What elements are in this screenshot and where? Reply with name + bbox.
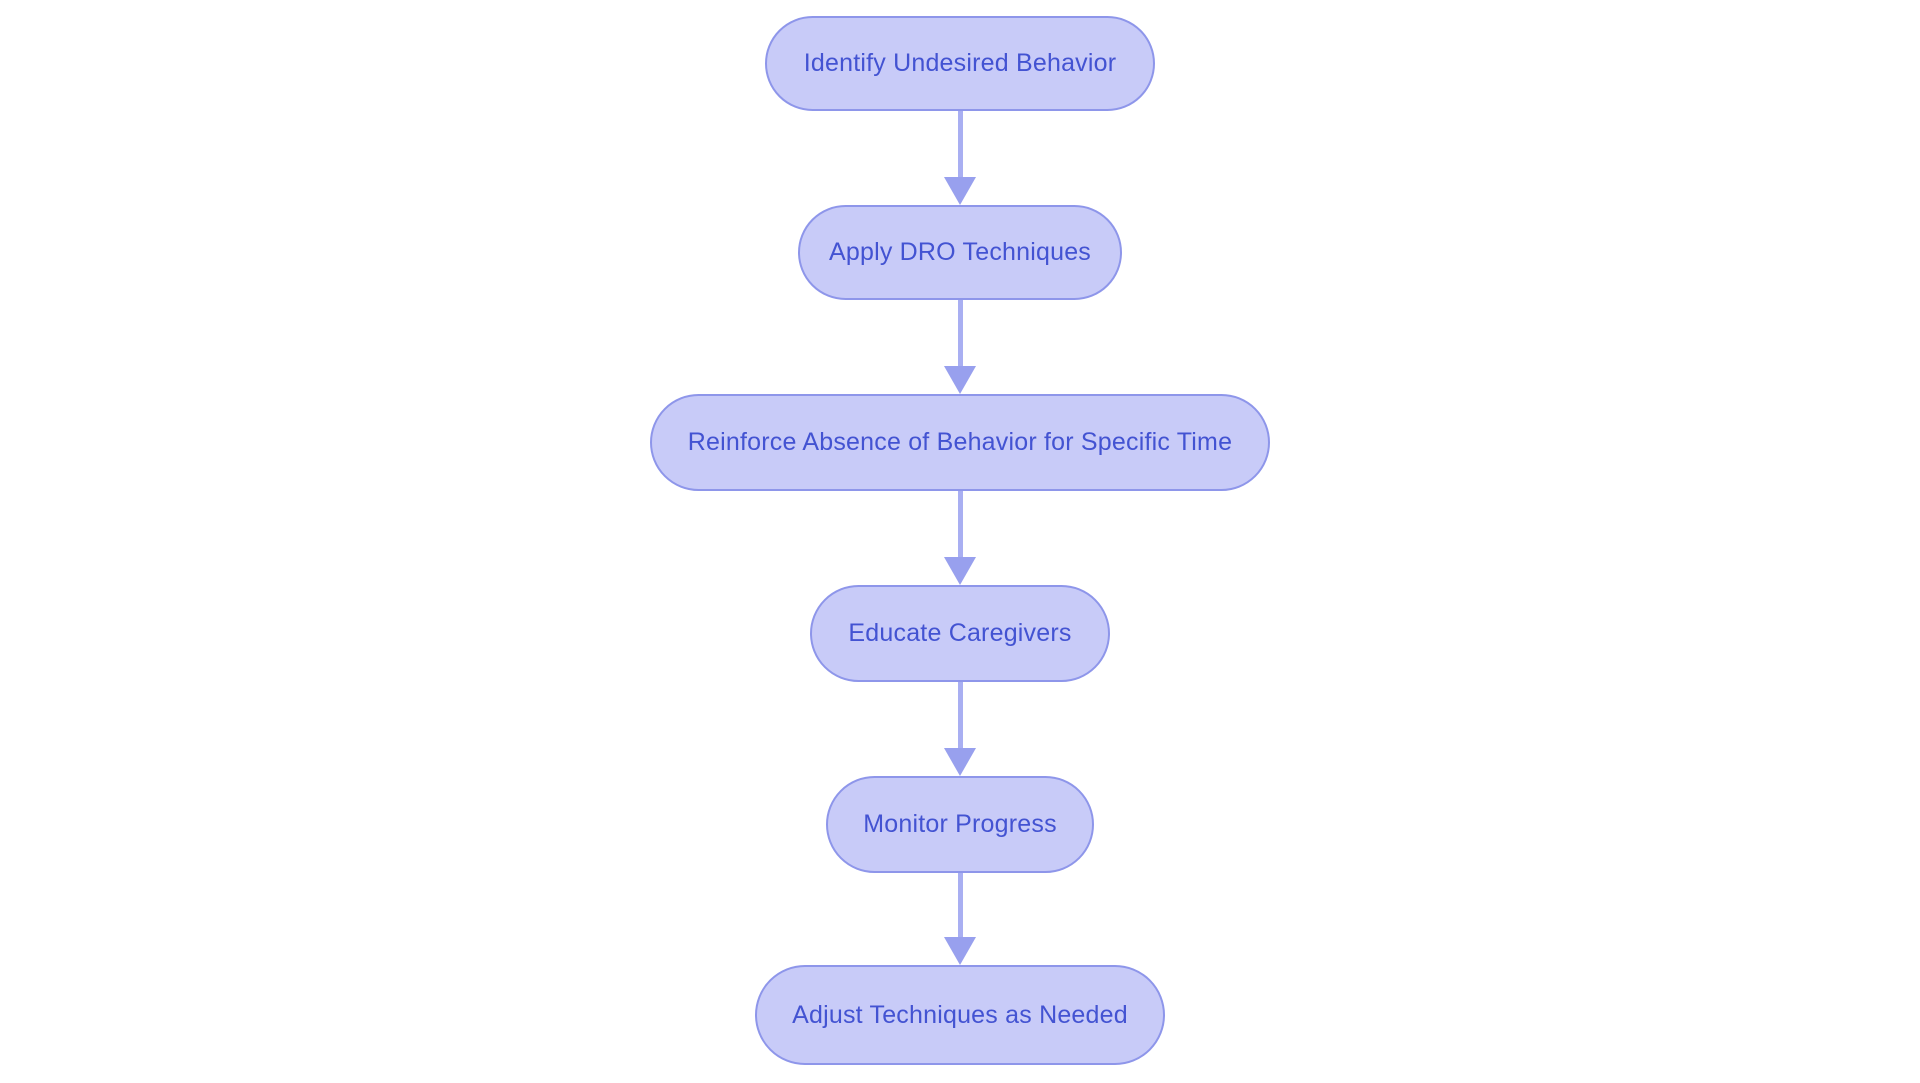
arrow-line	[957, 491, 963, 561]
arrow-head-icon	[944, 366, 976, 394]
flow-node-educate-caregivers: Educate Caregivers	[810, 585, 1110, 682]
flow-node-label: Educate Caregivers	[848, 619, 1072, 647]
flow-node-monitor-progress: Monitor Progress	[826, 776, 1094, 873]
flow-node-adjust-techniques-as-needed: Adjust Techniques as Needed	[755, 965, 1165, 1065]
flow-arrow-4	[944, 682, 976, 776]
flow-arrow-1	[944, 111, 976, 205]
flow-node-apply-dro-techniques: Apply DRO Techniques	[798, 205, 1122, 300]
arrow-head-icon	[944, 177, 976, 205]
arrow-line	[957, 111, 963, 181]
arrow-line	[957, 300, 963, 370]
flow-node-identify-undesired-behavior: Identify Undesired Behavior	[765, 16, 1155, 111]
arrow-line	[957, 682, 963, 752]
flow-arrow-2	[944, 300, 976, 394]
flow-arrow-3	[944, 491, 976, 585]
arrow-line	[957, 873, 963, 941]
flow-node-label: Identify Undesired Behavior	[803, 49, 1117, 77]
flow-node-label: Reinforce Absence of Behavior for Specif…	[687, 428, 1233, 456]
flow-node-label: Monitor Progress	[863, 810, 1057, 838]
arrow-head-icon	[944, 937, 976, 965]
flow-node-reinforce-absence-of-behavior: Reinforce Absence of Behavior for Specif…	[650, 394, 1270, 491]
arrow-head-icon	[944, 557, 976, 585]
flow-node-label: Apply DRO Techniques	[828, 238, 1091, 266]
flow-node-label: Adjust Techniques as Needed	[792, 1000, 1128, 1029]
arrow-head-icon	[944, 748, 976, 776]
flow-arrow-5	[944, 873, 976, 965]
